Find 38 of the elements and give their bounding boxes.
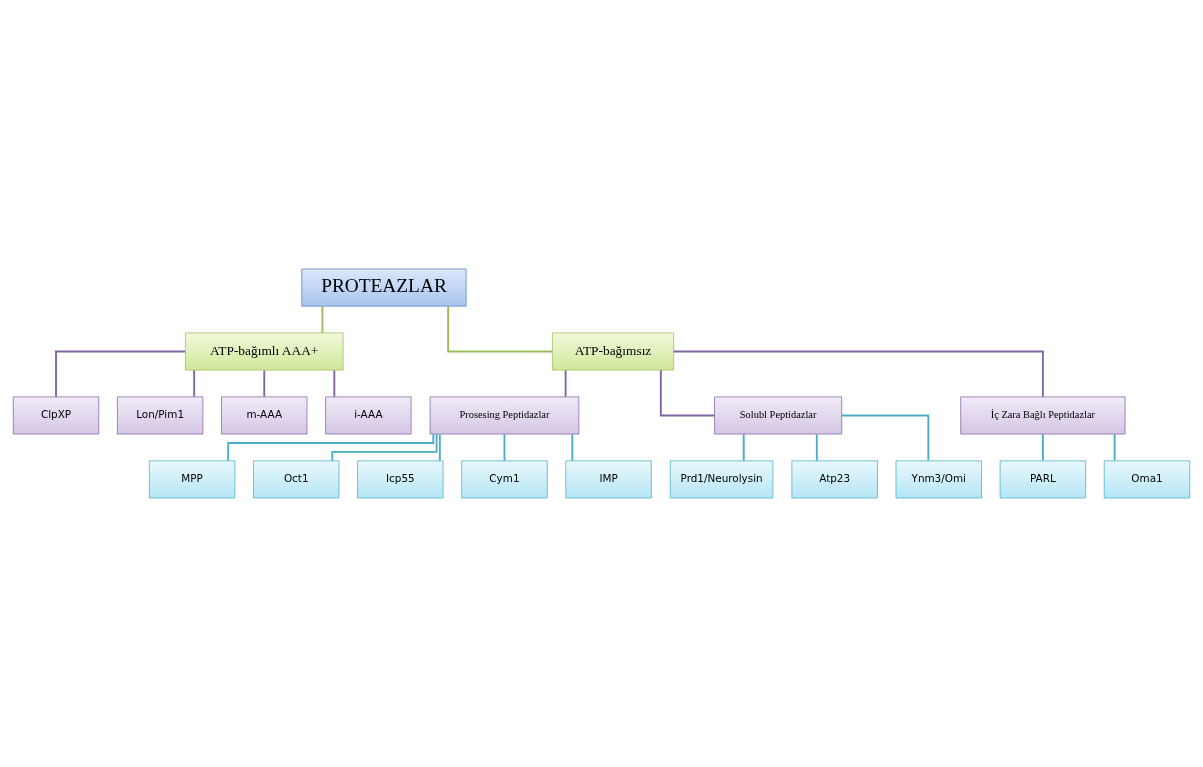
node-box: PROTEAZLAR xyxy=(301,268,467,307)
node-box: Solubl Peptidazlar xyxy=(714,396,843,435)
node-box: Icp55 xyxy=(357,460,444,499)
node-box: ATP-bağımlı AAA+ xyxy=(185,332,344,371)
connector xyxy=(1113,433,1116,462)
node-box: Oma1 xyxy=(1103,460,1191,499)
connector xyxy=(55,350,187,398)
connector xyxy=(1041,433,1044,462)
connector xyxy=(331,433,438,462)
connector xyxy=(564,369,567,398)
connector xyxy=(333,369,336,398)
connector xyxy=(815,433,818,462)
connector xyxy=(193,369,196,398)
node-box: Prosesing Peptidazlar xyxy=(429,396,580,435)
connector xyxy=(263,369,266,398)
connector xyxy=(438,433,441,462)
node-box: m-AAA xyxy=(221,396,308,435)
node-box: i-AAA xyxy=(325,396,412,435)
node-box: IMP xyxy=(565,460,652,499)
node-box: Oct1 xyxy=(253,460,340,499)
connector xyxy=(447,305,554,353)
connector xyxy=(672,350,1044,398)
node-box: Lon/Pim1 xyxy=(117,396,204,435)
connector xyxy=(659,369,716,417)
node-box: Prd1/Neurolysin xyxy=(669,460,774,499)
connector xyxy=(742,433,745,462)
node-box: ATP-bağımsız xyxy=(552,332,674,371)
connector xyxy=(571,433,574,462)
node-box: Cym1 xyxy=(461,460,548,499)
node-box: ClpXP xyxy=(12,396,100,435)
connector xyxy=(321,305,324,334)
connector xyxy=(503,433,506,462)
node-box: İç Zara Bağlı Peptidazlar xyxy=(960,396,1126,435)
node-box: Ynm3/Omi xyxy=(895,460,982,499)
node-box: MPP xyxy=(149,460,236,499)
node-box: PARL xyxy=(999,460,1086,499)
node-box: Atp23 xyxy=(791,460,878,499)
connector xyxy=(840,414,930,462)
